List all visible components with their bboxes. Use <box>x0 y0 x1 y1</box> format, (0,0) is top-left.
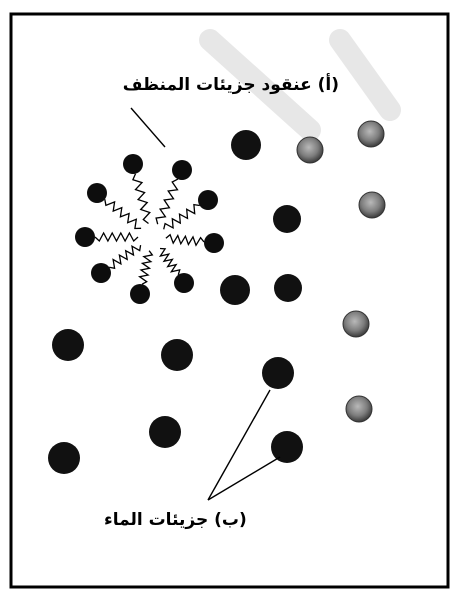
detergent-molecule <box>297 137 323 163</box>
water-molecule <box>161 339 193 371</box>
detergent-molecule <box>359 192 385 218</box>
water-molecule <box>48 442 80 474</box>
water-molecule <box>262 357 294 389</box>
water-molecule <box>273 205 301 233</box>
surfactant-head <box>130 284 150 304</box>
surfactant-tail <box>156 179 178 224</box>
surfactant-head <box>174 273 194 293</box>
water-pointer-line-1 <box>208 390 270 500</box>
detergent-molecule <box>343 311 369 337</box>
surfactant-head <box>87 183 107 203</box>
water-molecule <box>149 416 181 448</box>
surfactant-head <box>123 154 143 174</box>
water-pointer-line-2 <box>208 457 280 500</box>
surfactant-tail <box>166 235 204 246</box>
water-molecule <box>52 329 84 361</box>
surfactant-tail <box>109 245 140 268</box>
detergent-molecule <box>346 396 372 422</box>
detergent-molecules <box>297 121 385 422</box>
surfactant-tail <box>160 249 180 275</box>
water-molecules <box>48 130 303 474</box>
surfactant-head <box>75 227 95 247</box>
surfactant-head <box>172 160 192 180</box>
surfactant-tail <box>95 233 138 241</box>
water-molecule <box>271 431 303 463</box>
water-molecule <box>231 130 261 160</box>
water-molecule <box>220 275 250 305</box>
surfactant-head <box>91 263 111 283</box>
surfactant-tail <box>133 174 150 224</box>
micelle-pointer-line <box>131 108 165 147</box>
water-molecule <box>274 274 302 302</box>
detergent-molecule <box>358 121 384 147</box>
micelle-cluster <box>75 154 224 304</box>
label-micelle: (أ) عنقود جزيئات المنظف <box>123 75 339 95</box>
surfactant-head <box>198 190 218 210</box>
label-water: (ب) جزيئات الماء <box>104 510 247 530</box>
surfactant-tail <box>140 251 153 285</box>
surfactant-head <box>204 233 224 253</box>
surfactant-tail <box>105 199 141 228</box>
